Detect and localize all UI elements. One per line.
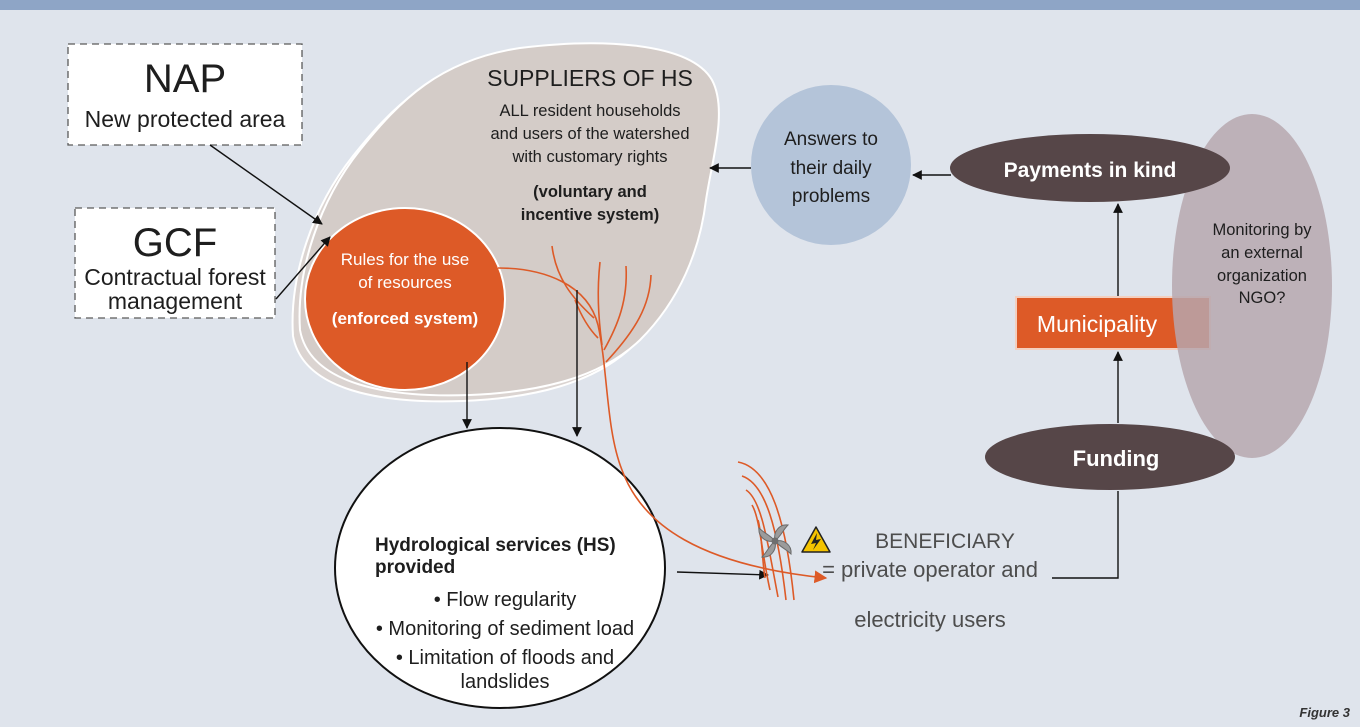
beneficiary-flow-line	[741, 475, 787, 601]
river-tributary	[605, 274, 652, 363]
turbine-blade	[774, 524, 790, 542]
river-main	[497, 267, 828, 584]
answers-label-line: their daily	[790, 158, 872, 179]
warning-bolt	[811, 533, 821, 550]
warning-icon	[801, 526, 831, 553]
turbine-hub	[771, 537, 779, 545]
suppliers-description-line: ALL resident households	[499, 102, 680, 120]
top-bar	[0, 0, 1360, 10]
gcf-title: GCF	[133, 221, 217, 265]
suppliers-description-line: with customary rights	[512, 148, 668, 166]
river-tributary	[603, 265, 628, 351]
monitoring-label-line: Monitoring by	[1212, 221, 1312, 239]
answers-label-line: problems	[792, 186, 870, 207]
gcf-subtitle-line: management	[108, 288, 243, 314]
nap-title: NAP	[144, 57, 226, 101]
nap-box-border	[67, 43, 303, 146]
connector-beneficiary-to-funding	[1052, 491, 1119, 579]
beneficiary-flow-line	[745, 489, 779, 598]
answers-circle	[751, 85, 911, 245]
monitoring-label-line: an external	[1221, 244, 1303, 262]
answers-label-line: Answers to	[784, 129, 878, 150]
gcf-box: GCF Contractual forest management	[74, 207, 276, 319]
hs-item: • Limitation of floods and	[396, 647, 614, 669]
payments-ellipse	[950, 134, 1230, 202]
gcf-box-border	[74, 207, 276, 319]
river-tributary	[551, 245, 595, 319]
funding-label: Funding	[1073, 446, 1160, 471]
rules-circle	[304, 207, 506, 391]
hydrological-services-circle	[334, 427, 666, 709]
arrow-nap-to-rules	[209, 144, 323, 225]
suppliers-title: SUPPLIERS OF HS	[487, 65, 693, 91]
suppliers-system-line: incentive system)	[521, 206, 659, 224]
beneficiary-flow-lines	[737, 461, 795, 601]
hs-title-line: Hydrological services (HS)	[375, 535, 616, 556]
arrow-hs-to-beneficiary	[676, 569, 769, 580]
gcf-subtitle-line: Contractual forest	[84, 264, 266, 290]
turbine-blade	[760, 540, 776, 558]
turbine-icon	[758, 524, 792, 558]
suppliers-system-line: (voluntary and	[533, 183, 647, 201]
beneficiary-line: electricity users	[854, 607, 1006, 632]
turbine-blade	[758, 526, 776, 542]
rules-label-line: Rules for the use	[341, 250, 470, 269]
nap-box: NAP New protected area	[67, 43, 303, 146]
hs-title-line: provided	[375, 557, 455, 578]
turbine-blade	[774, 540, 792, 556]
beneficiary-title: BENEFICIARY	[875, 530, 1015, 553]
payments-label: Payments in kind	[1004, 159, 1177, 182]
rules-label-line: of resources	[358, 273, 452, 292]
monitoring-ellipse	[1172, 114, 1332, 458]
arrow-gcf-to-rules	[275, 236, 331, 300]
hs-item: landslides	[461, 671, 550, 693]
suppliers-description-line: and users of the watershed	[490, 125, 689, 143]
beneficiary-flow-line	[757, 519, 766, 579]
beneficiary-line: = private operator and	[822, 557, 1038, 582]
monitoring-label-line: NGO?	[1239, 289, 1286, 307]
monitoring-label-line: organization	[1217, 267, 1307, 285]
figure-caption: Figure 3	[1299, 705, 1350, 720]
nap-subtitle: New protected area	[85, 106, 286, 132]
hs-item: • Monitoring of sediment load	[376, 618, 634, 640]
beneficiary-flow-line	[737, 461, 795, 601]
hs-item: • Flow regularity	[434, 589, 577, 611]
rules-system-label: (enforced system)	[332, 309, 478, 328]
funding-ellipse	[985, 424, 1235, 490]
municipality-label: Municipality	[1037, 311, 1158, 337]
